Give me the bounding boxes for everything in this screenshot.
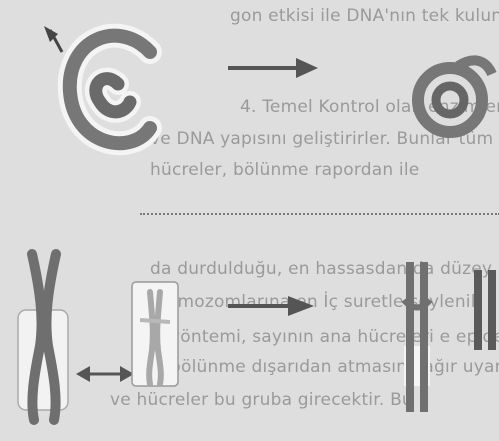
- double-arrow-icon: [76, 366, 134, 382]
- coiled-dna-right-icon: [418, 60, 492, 132]
- replicated-chromosome-right-icon: [404, 262, 492, 412]
- bottom-transition-arrow-icon: [228, 296, 314, 316]
- coiled-dna-left-icon: [44, 26, 150, 143]
- dividing-chromosome-icon: [18, 254, 68, 420]
- small-chromosome-icon: [132, 282, 178, 386]
- top-transition-arrow-icon: [228, 58, 318, 78]
